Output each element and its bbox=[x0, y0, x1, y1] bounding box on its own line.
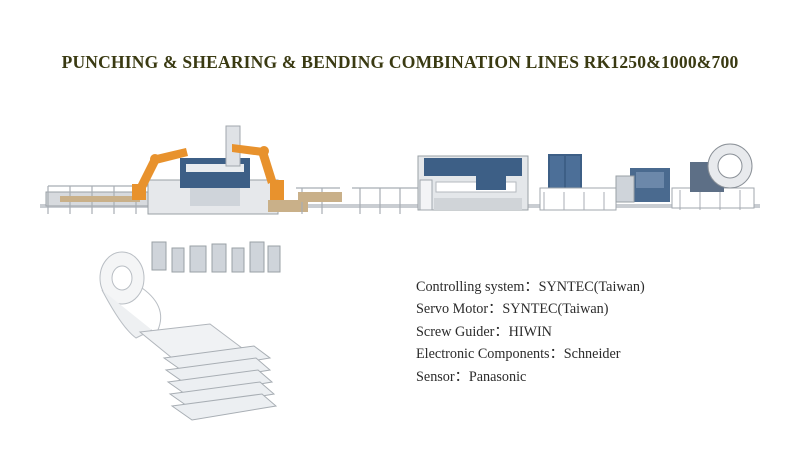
spec-electronic-components: Electronic Components：Schneider bbox=[416, 343, 645, 365]
spec-value: Schneider bbox=[563, 346, 621, 363]
production-line-illustration bbox=[40, 125, 760, 215]
spec-controlling-system: Controlling system：SYNTEC(Taiwan) bbox=[416, 276, 645, 298]
spec-label: Controlling system： bbox=[416, 279, 539, 295]
punching-machine bbox=[417, 155, 529, 211]
spec-label: Sensor： bbox=[416, 368, 469, 385]
coil-icon bbox=[99, 251, 199, 343]
sheet-process-illustration bbox=[99, 241, 281, 421]
spec-label: Electronic Components： bbox=[416, 346, 564, 363]
process-parts bbox=[151, 241, 281, 273]
stacked-blanks bbox=[162, 345, 278, 421]
spec-label: Servo Motor： bbox=[416, 301, 503, 318]
spec-servo-motor: Servo Motor：SYNTEC(Taiwan) bbox=[416, 298, 645, 320]
specification-list: Controlling system：SYNTEC(Taiwan) Servo … bbox=[416, 276, 645, 388]
page-title: PUNCHING & SHEARING & BENDING COMBINATIO… bbox=[61, 52, 739, 72]
control-cabinets bbox=[539, 154, 617, 211]
decoiler bbox=[671, 143, 755, 210]
spec-label: Screw Guider： bbox=[416, 323, 509, 340]
spec-value: SYNTEC(Taiwan) bbox=[538, 279, 645, 295]
left-robot bbox=[132, 148, 188, 200]
spec-sensor: Sensor：Panasonic bbox=[416, 366, 645, 388]
right-robot bbox=[232, 144, 284, 200]
spec-screw-guider: Screw Guider：HIWIN bbox=[416, 321, 645, 343]
middle-conveyor bbox=[296, 187, 418, 214]
bending-cell bbox=[132, 125, 308, 215]
feeder-straightener bbox=[615, 168, 670, 203]
spec-value: SYNTEC(Taiwan) bbox=[502, 301, 609, 318]
spec-value: Panasonic bbox=[468, 368, 527, 385]
spec-value: HIWIN bbox=[508, 323, 552, 340]
